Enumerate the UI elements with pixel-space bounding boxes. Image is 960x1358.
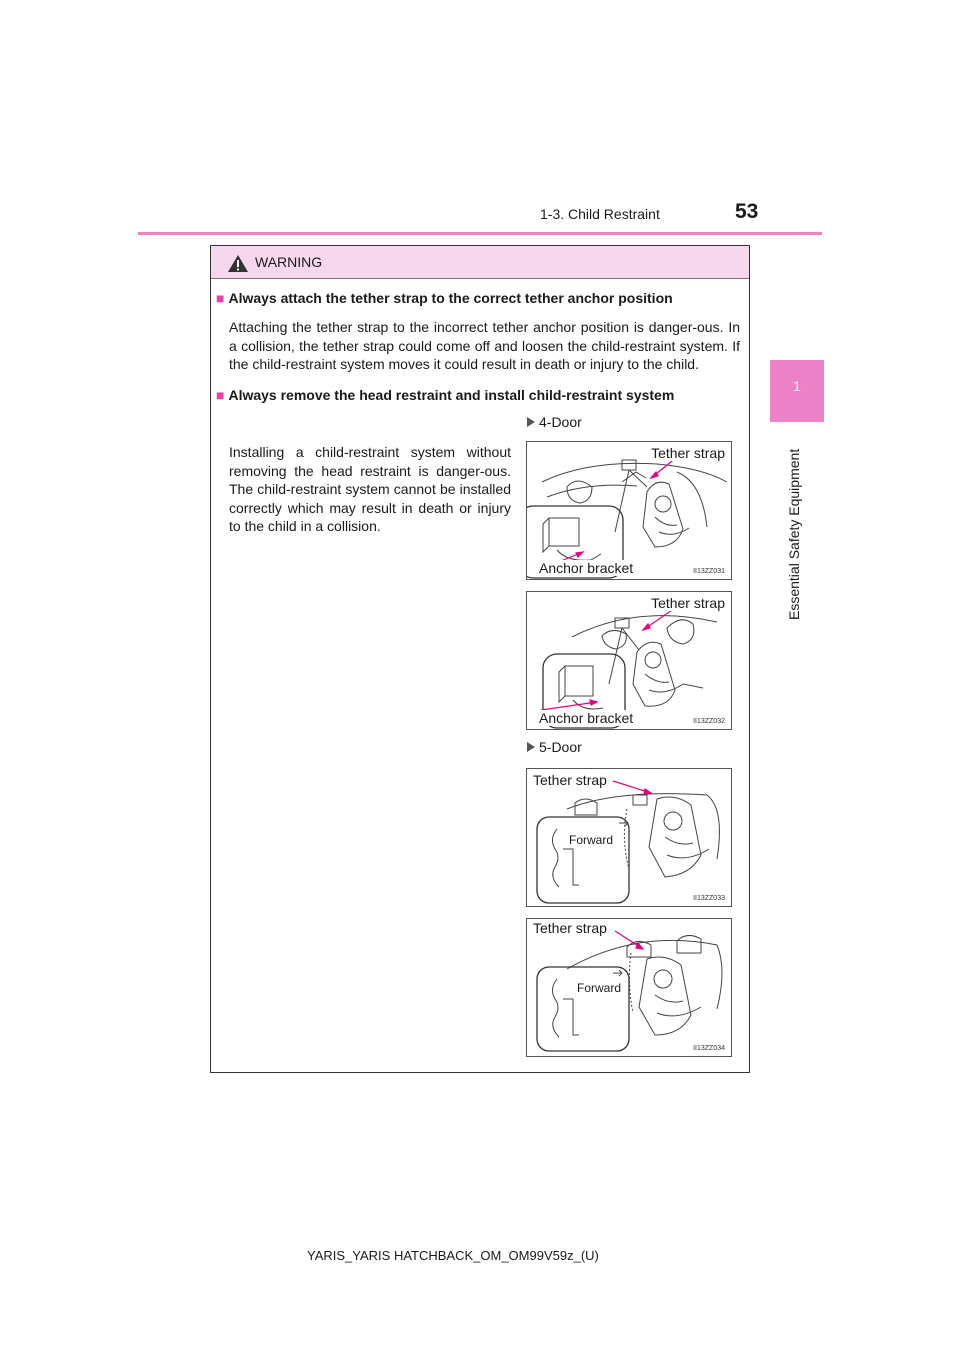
chapter-number: 1 xyxy=(793,378,801,394)
warning-triangle-icon xyxy=(228,255,248,272)
warning-item-heading-text: Always remove the head restraint and ins… xyxy=(228,387,675,403)
forward-label: Forward xyxy=(567,833,616,847)
variant-label-5door: 5-Door xyxy=(527,739,582,755)
bullet-square-icon: ■ xyxy=(216,290,225,306)
figure-code: II13ZZ032 xyxy=(693,718,725,725)
warning-header xyxy=(211,246,749,279)
forward-label: Forward xyxy=(575,981,624,995)
seat-illustration xyxy=(536,935,723,1052)
page-number: 53 xyxy=(735,200,759,223)
warning-box xyxy=(210,245,750,1073)
section-title: 1-3. Child Restraint xyxy=(540,206,660,222)
figure-5door-1: Tether strap Forward II13ZZ033 xyxy=(526,768,732,907)
bullet-square-icon: ■ xyxy=(216,387,225,403)
warning-item-text: Installing a child-restraint system with… xyxy=(229,444,511,534)
warning-item-heading: ■Always attach the tether strap to the c… xyxy=(216,290,746,306)
warning-item-text: Attaching the tether strap to the incorr… xyxy=(229,319,740,372)
callout-lines xyxy=(538,456,678,571)
figure-code: II13ZZ034 xyxy=(693,1045,725,1052)
seat-illustration xyxy=(536,793,720,904)
header-rule xyxy=(138,232,822,235)
footer-document-id: YARIS_YARIS HATCHBACK_OM_OM99V59z_(U) xyxy=(307,1248,599,1263)
tether-strap-label: Tether strap xyxy=(649,595,727,611)
chapter-title-vertical: Essential Safety Equipment xyxy=(786,430,806,620)
figure-4door-1: Tether strap Anchor bracket II13ZZ031 xyxy=(526,441,732,580)
tether-strap-label: Tether strap xyxy=(649,445,727,461)
figure-code: II13ZZ031 xyxy=(693,568,725,575)
tether-strap-label: Tether strap xyxy=(531,772,609,788)
anchor-bracket-label: Anchor bracket xyxy=(537,560,636,576)
warning-item-heading: ■Always remove the head restraint and in… xyxy=(216,387,746,403)
callout-lines xyxy=(612,780,653,795)
chapter-tab xyxy=(770,360,824,422)
figure-4door-2: Tether strap Anchor bracket II13ZZ032 xyxy=(526,591,732,730)
variant-label-4door: 4-Door xyxy=(527,414,582,430)
triangle-bullet-icon xyxy=(527,742,535,752)
anchor-bracket-label: Anchor bracket xyxy=(537,710,636,726)
chapter-title: Essential Safety Equipment xyxy=(786,448,802,620)
warning-title: WARNING xyxy=(255,254,323,270)
triangle-bullet-icon xyxy=(527,417,535,427)
callout-lines xyxy=(614,930,645,950)
tether-strap-label: Tether strap xyxy=(531,920,609,936)
seat-illustration xyxy=(542,615,718,729)
figure-code: II13ZZ033 xyxy=(693,895,725,902)
figure-5door-2: Tether strap Forward II13ZZ034 xyxy=(526,918,732,1057)
callout-lines xyxy=(540,607,676,711)
seat-illustration xyxy=(527,459,728,579)
warning-item-heading-text: Always attach the tether strap to the co… xyxy=(228,290,673,306)
